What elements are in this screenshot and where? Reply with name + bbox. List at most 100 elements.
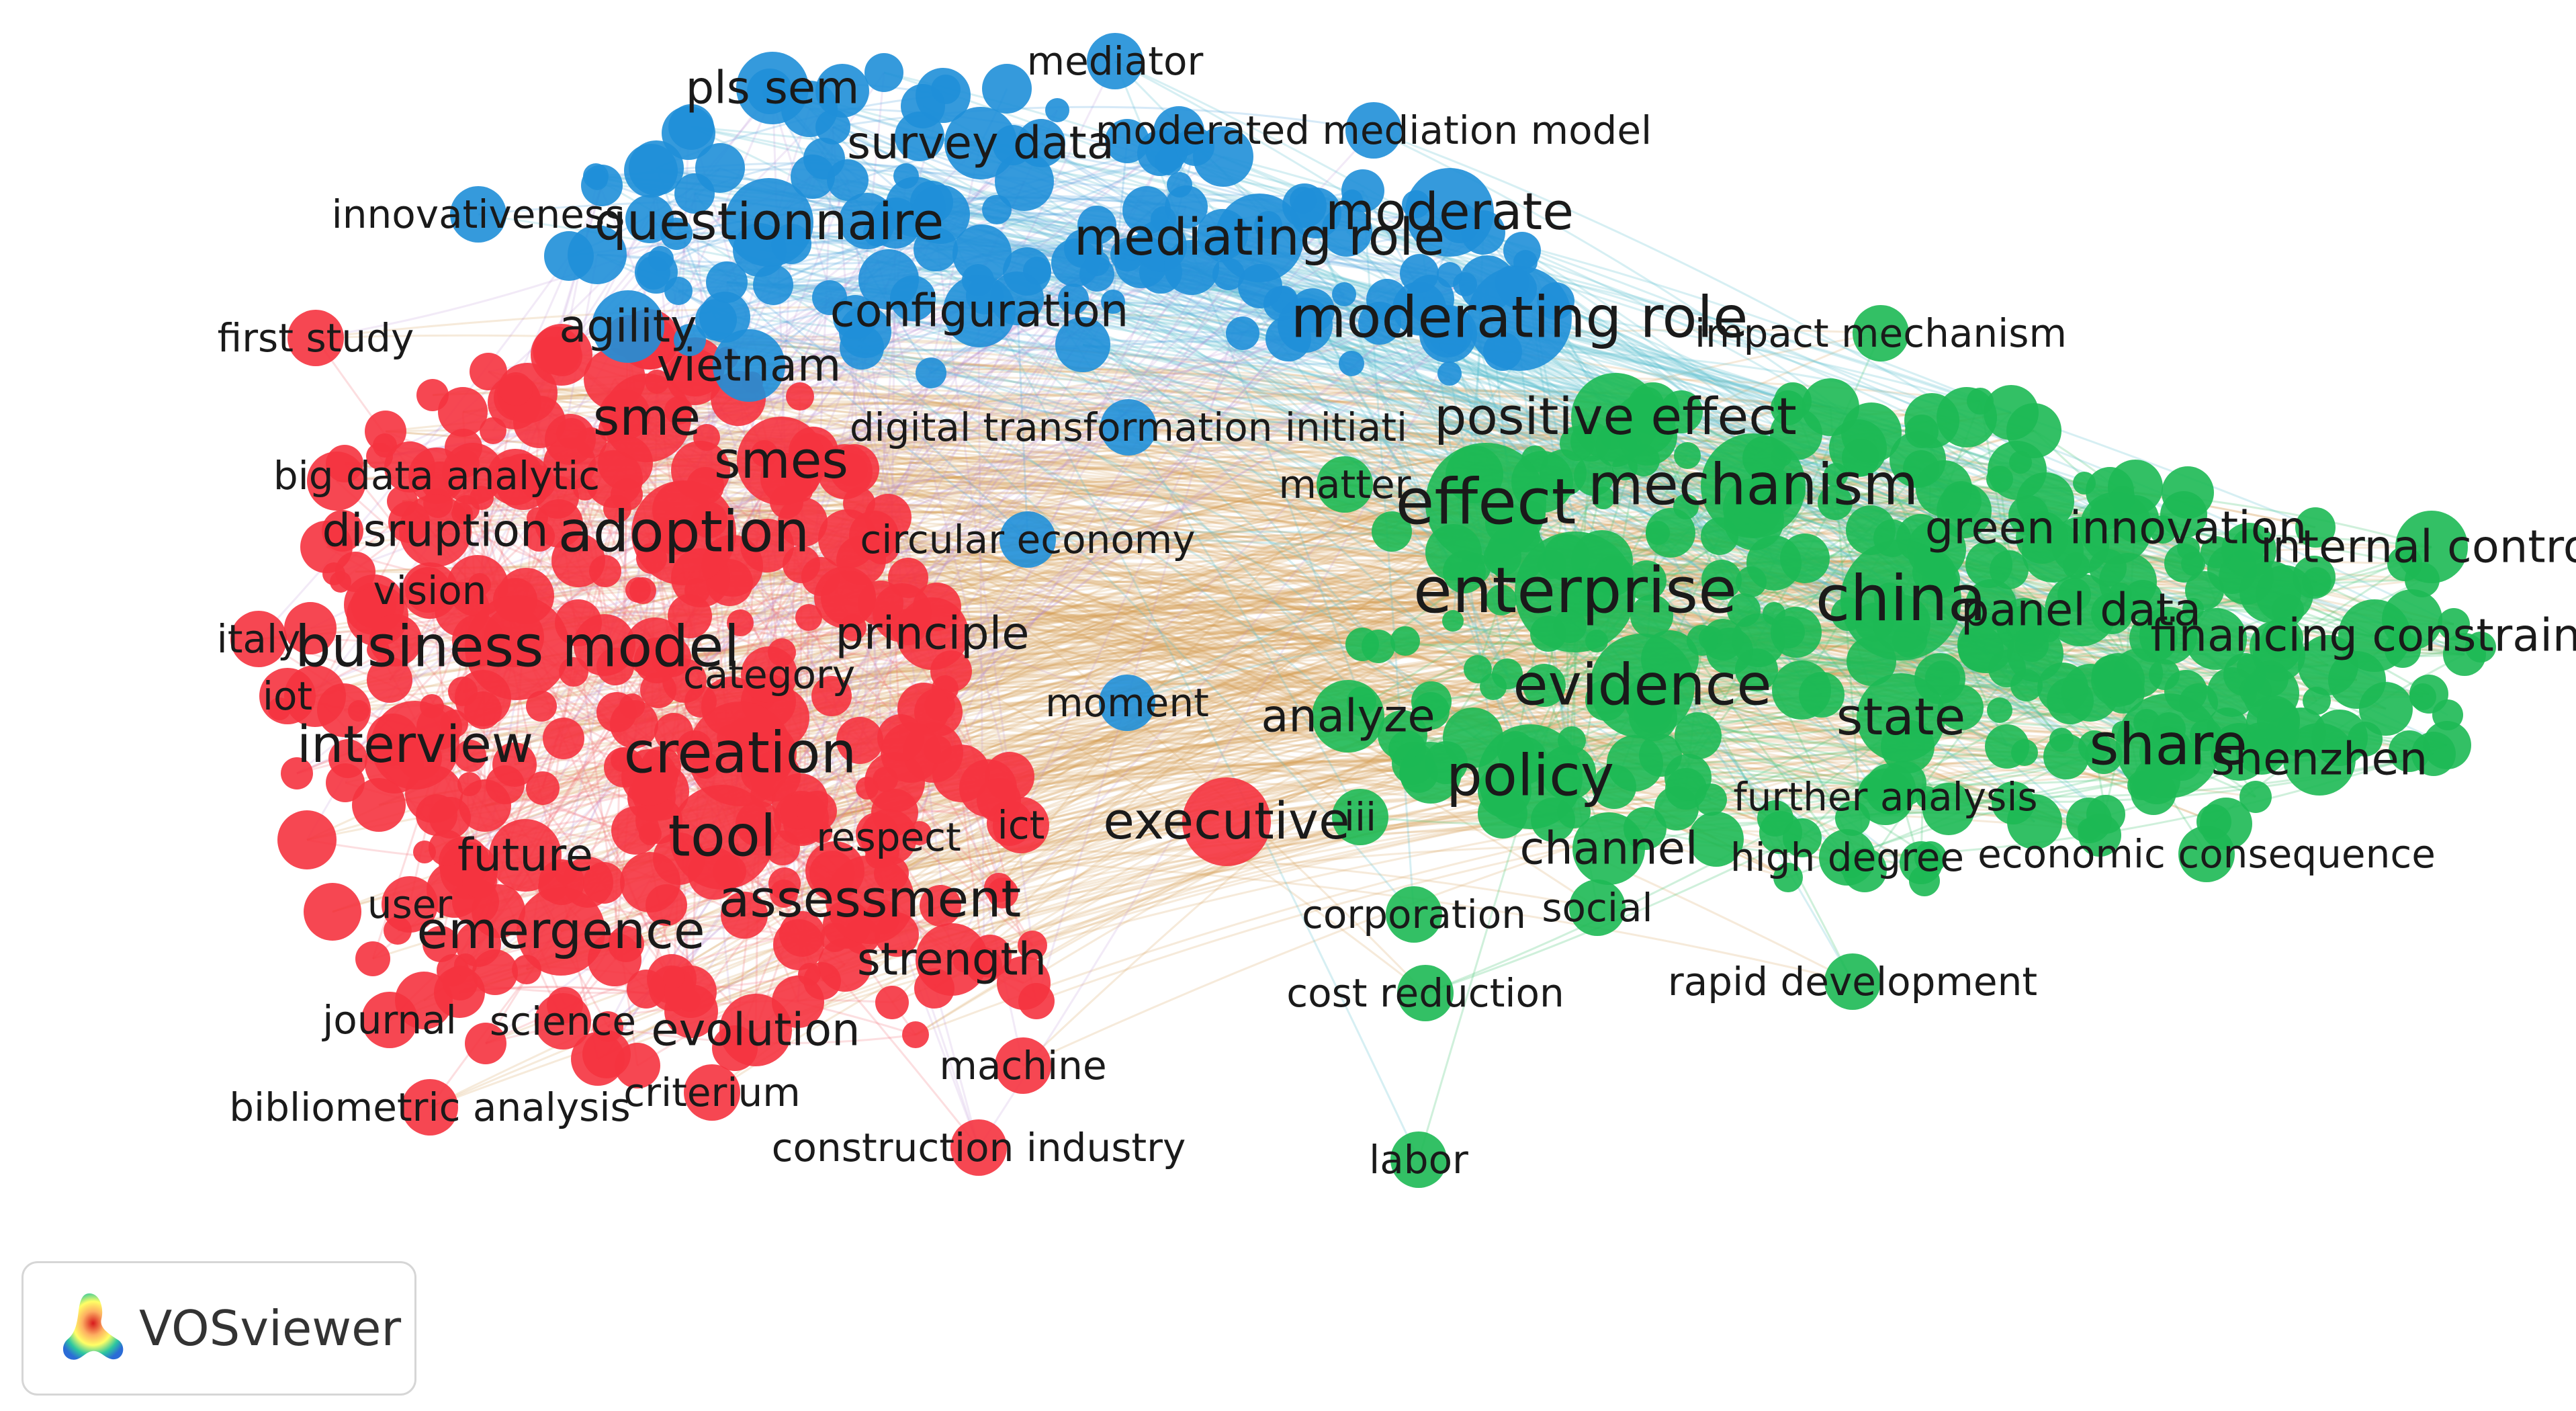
node-label[interactable]: adoption bbox=[558, 499, 810, 565]
node-share[interactable] bbox=[2116, 693, 2221, 798]
node-label[interactable]: social bbox=[1542, 885, 1652, 931]
cluster-node-red[interactable] bbox=[611, 806, 660, 855]
cluster-node-green[interactable] bbox=[1442, 610, 1464, 632]
cluster-node-blue[interactable] bbox=[544, 231, 594, 281]
cluster-node-green[interactable] bbox=[1646, 508, 1695, 558]
node-agility[interactable] bbox=[592, 290, 664, 363]
cluster-node-red[interactable] bbox=[464, 691, 502, 729]
cluster-node-red[interactable] bbox=[551, 533, 605, 587]
node-label[interactable]: sme bbox=[593, 387, 701, 447]
node-corporation[interactable] bbox=[1386, 886, 1442, 943]
cluster-node-green[interactable] bbox=[1701, 560, 1742, 600]
cluster-node-blue[interactable] bbox=[1105, 119, 1149, 163]
cluster-node-green[interactable] bbox=[1378, 710, 1427, 760]
cluster-node-green[interactable] bbox=[1916, 786, 1939, 809]
node-label[interactable]: further analysis bbox=[1733, 774, 2037, 820]
node-creation[interactable] bbox=[688, 701, 793, 806]
cluster-node-green[interactable] bbox=[2257, 699, 2300, 742]
cluster-node-red[interactable] bbox=[821, 570, 876, 626]
cluster-node-red[interactable] bbox=[429, 830, 465, 866]
node-label[interactable]: iii bbox=[1344, 794, 1376, 840]
cluster-node-red[interactable] bbox=[486, 765, 525, 804]
node-impact-mechanism[interactable] bbox=[1853, 305, 1909, 361]
node-construction-industry[interactable] bbox=[950, 1119, 1007, 1176]
node-machine[interactable] bbox=[995, 1037, 1051, 1094]
cluster-node-green[interactable] bbox=[1492, 658, 1523, 689]
node-science[interactable] bbox=[535, 993, 591, 1050]
cluster-node-green[interactable] bbox=[2006, 403, 2061, 458]
node-label[interactable]: share bbox=[2089, 712, 2248, 778]
cluster-node-red[interactable] bbox=[571, 1032, 625, 1086]
cluster-node-red[interactable] bbox=[1018, 983, 1055, 1019]
cluster-node-green[interactable] bbox=[2049, 728, 2074, 752]
node-financing-constraint[interactable] bbox=[2338, 599, 2411, 672]
cluster-node-blue[interactable] bbox=[1164, 240, 1219, 295]
node-matter[interactable] bbox=[1317, 456, 1373, 513]
node-label[interactable]: moderating role bbox=[1291, 284, 1748, 351]
node-label[interactable]: moment bbox=[1045, 680, 1209, 726]
cluster-node-blue[interactable] bbox=[840, 325, 884, 370]
node-label[interactable]: emergence bbox=[416, 900, 705, 960]
cluster-node-blue[interactable] bbox=[1155, 147, 1183, 175]
cluster-node-blue[interactable] bbox=[827, 159, 869, 201]
cluster-node-green[interactable] bbox=[1687, 625, 1718, 656]
node-economic-consequence[interactable] bbox=[2178, 826, 2235, 882]
node-label[interactable]: questionnaire bbox=[594, 191, 944, 251]
node-user[interactable] bbox=[382, 876, 438, 933]
cluster-node-red[interactable] bbox=[416, 794, 457, 836]
cluster-node-green[interactable] bbox=[1673, 494, 1699, 519]
node-label[interactable]: labor bbox=[1369, 1137, 1468, 1183]
node-further-analysis[interactable] bbox=[1857, 769, 1914, 825]
cluster-node-blue[interactable] bbox=[1101, 290, 1125, 314]
cluster-node-green[interactable] bbox=[1695, 783, 1727, 816]
node-shenzhen[interactable] bbox=[2283, 723, 2356, 796]
cluster-node-green[interactable] bbox=[1965, 541, 2012, 588]
node-label[interactable]: user bbox=[367, 882, 453, 927]
cluster-node-red[interactable] bbox=[369, 614, 422, 667]
cluster-node-green[interactable] bbox=[2123, 580, 2163, 620]
cluster-node-red[interactable] bbox=[526, 771, 560, 805]
cluster-node-green[interactable] bbox=[2272, 594, 2304, 626]
cluster-node-blue[interactable] bbox=[1167, 172, 1192, 198]
node-principle[interactable] bbox=[896, 597, 969, 670]
cluster-node-green[interactable] bbox=[2010, 669, 2043, 701]
cluster-node-red[interactable] bbox=[423, 926, 459, 962]
node-interview[interactable] bbox=[371, 701, 459, 789]
node-china[interactable] bbox=[1840, 540, 1961, 660]
cluster-node-green[interactable] bbox=[1674, 442, 1701, 469]
cluster-node-green[interactable] bbox=[1486, 585, 1517, 615]
cluster-node-green[interactable] bbox=[2139, 607, 2197, 665]
cluster-node-green[interactable] bbox=[2063, 552, 2090, 579]
node-label[interactable]: italy bbox=[217, 616, 301, 662]
cluster-node-red[interactable] bbox=[920, 885, 961, 927]
cluster-node-green[interactable] bbox=[2106, 668, 2142, 704]
node-channel[interactable] bbox=[1572, 812, 1645, 885]
node-high-degree[interactable] bbox=[1819, 829, 1875, 886]
node-label[interactable]: construction industry bbox=[772, 1125, 1186, 1170]
node-label[interactable]: first study bbox=[218, 315, 414, 361]
node-label[interactable]: matter bbox=[1278, 462, 1411, 507]
node-tool[interactable] bbox=[670, 785, 774, 890]
node-label[interactable]: shenzhen bbox=[2211, 733, 2428, 785]
cluster-node-red[interactable] bbox=[543, 718, 584, 759]
node-ict[interactable] bbox=[993, 797, 1049, 853]
cluster-node-blue[interactable] bbox=[1341, 169, 1384, 212]
cluster-node-green[interactable] bbox=[2078, 814, 2121, 857]
node-label[interactable]: respect bbox=[816, 814, 961, 860]
node-digital-transformation-initiati[interactable] bbox=[1100, 399, 1157, 456]
cluster-node-green[interactable] bbox=[1411, 681, 1452, 722]
cluster-node-blue[interactable] bbox=[1265, 316, 1311, 361]
cluster-node-red[interactable] bbox=[284, 602, 337, 654]
cluster-node-red[interactable] bbox=[454, 740, 486, 772]
cluster-node-red[interactable] bbox=[317, 683, 371, 737]
cluster-node-green[interactable] bbox=[1905, 415, 1939, 448]
cluster-node-blue[interactable] bbox=[660, 218, 693, 250]
cluster-node-red[interactable] bbox=[438, 387, 488, 437]
cluster-node-red[interactable] bbox=[864, 752, 925, 812]
cluster-node-red[interactable] bbox=[536, 476, 579, 519]
node-label[interactable]: mechanism bbox=[1588, 452, 1918, 518]
node-circular-economy[interactable] bbox=[1000, 511, 1056, 568]
node-label[interactable]: analyze bbox=[1261, 690, 1435, 742]
node-vision[interactable] bbox=[402, 562, 458, 619]
